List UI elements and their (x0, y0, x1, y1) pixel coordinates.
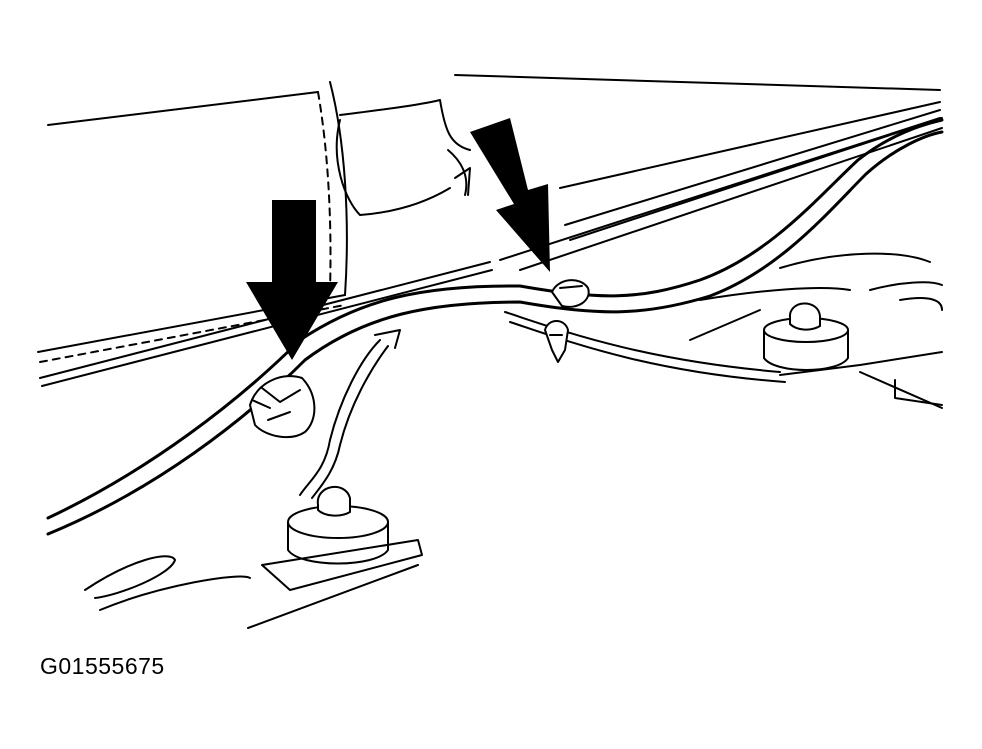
upper-trim-panel (47, 74, 941, 296)
branch-wire (299, 329, 401, 499)
left-stud (247, 485, 423, 629)
right-harness-clip (551, 279, 590, 308)
right-stud (689, 297, 943, 409)
right-branch-wire (504, 311, 786, 383)
arrows (246, 118, 550, 360)
left-harness-clip (249, 375, 316, 439)
sill-lines (37, 109, 943, 387)
push-pin-clip (544, 320, 569, 363)
floor-panel-contours (84, 252, 943, 611)
right-arrow (470, 118, 550, 272)
figure-caption: G01555675 (40, 653, 165, 679)
left-arrow (246, 200, 338, 360)
